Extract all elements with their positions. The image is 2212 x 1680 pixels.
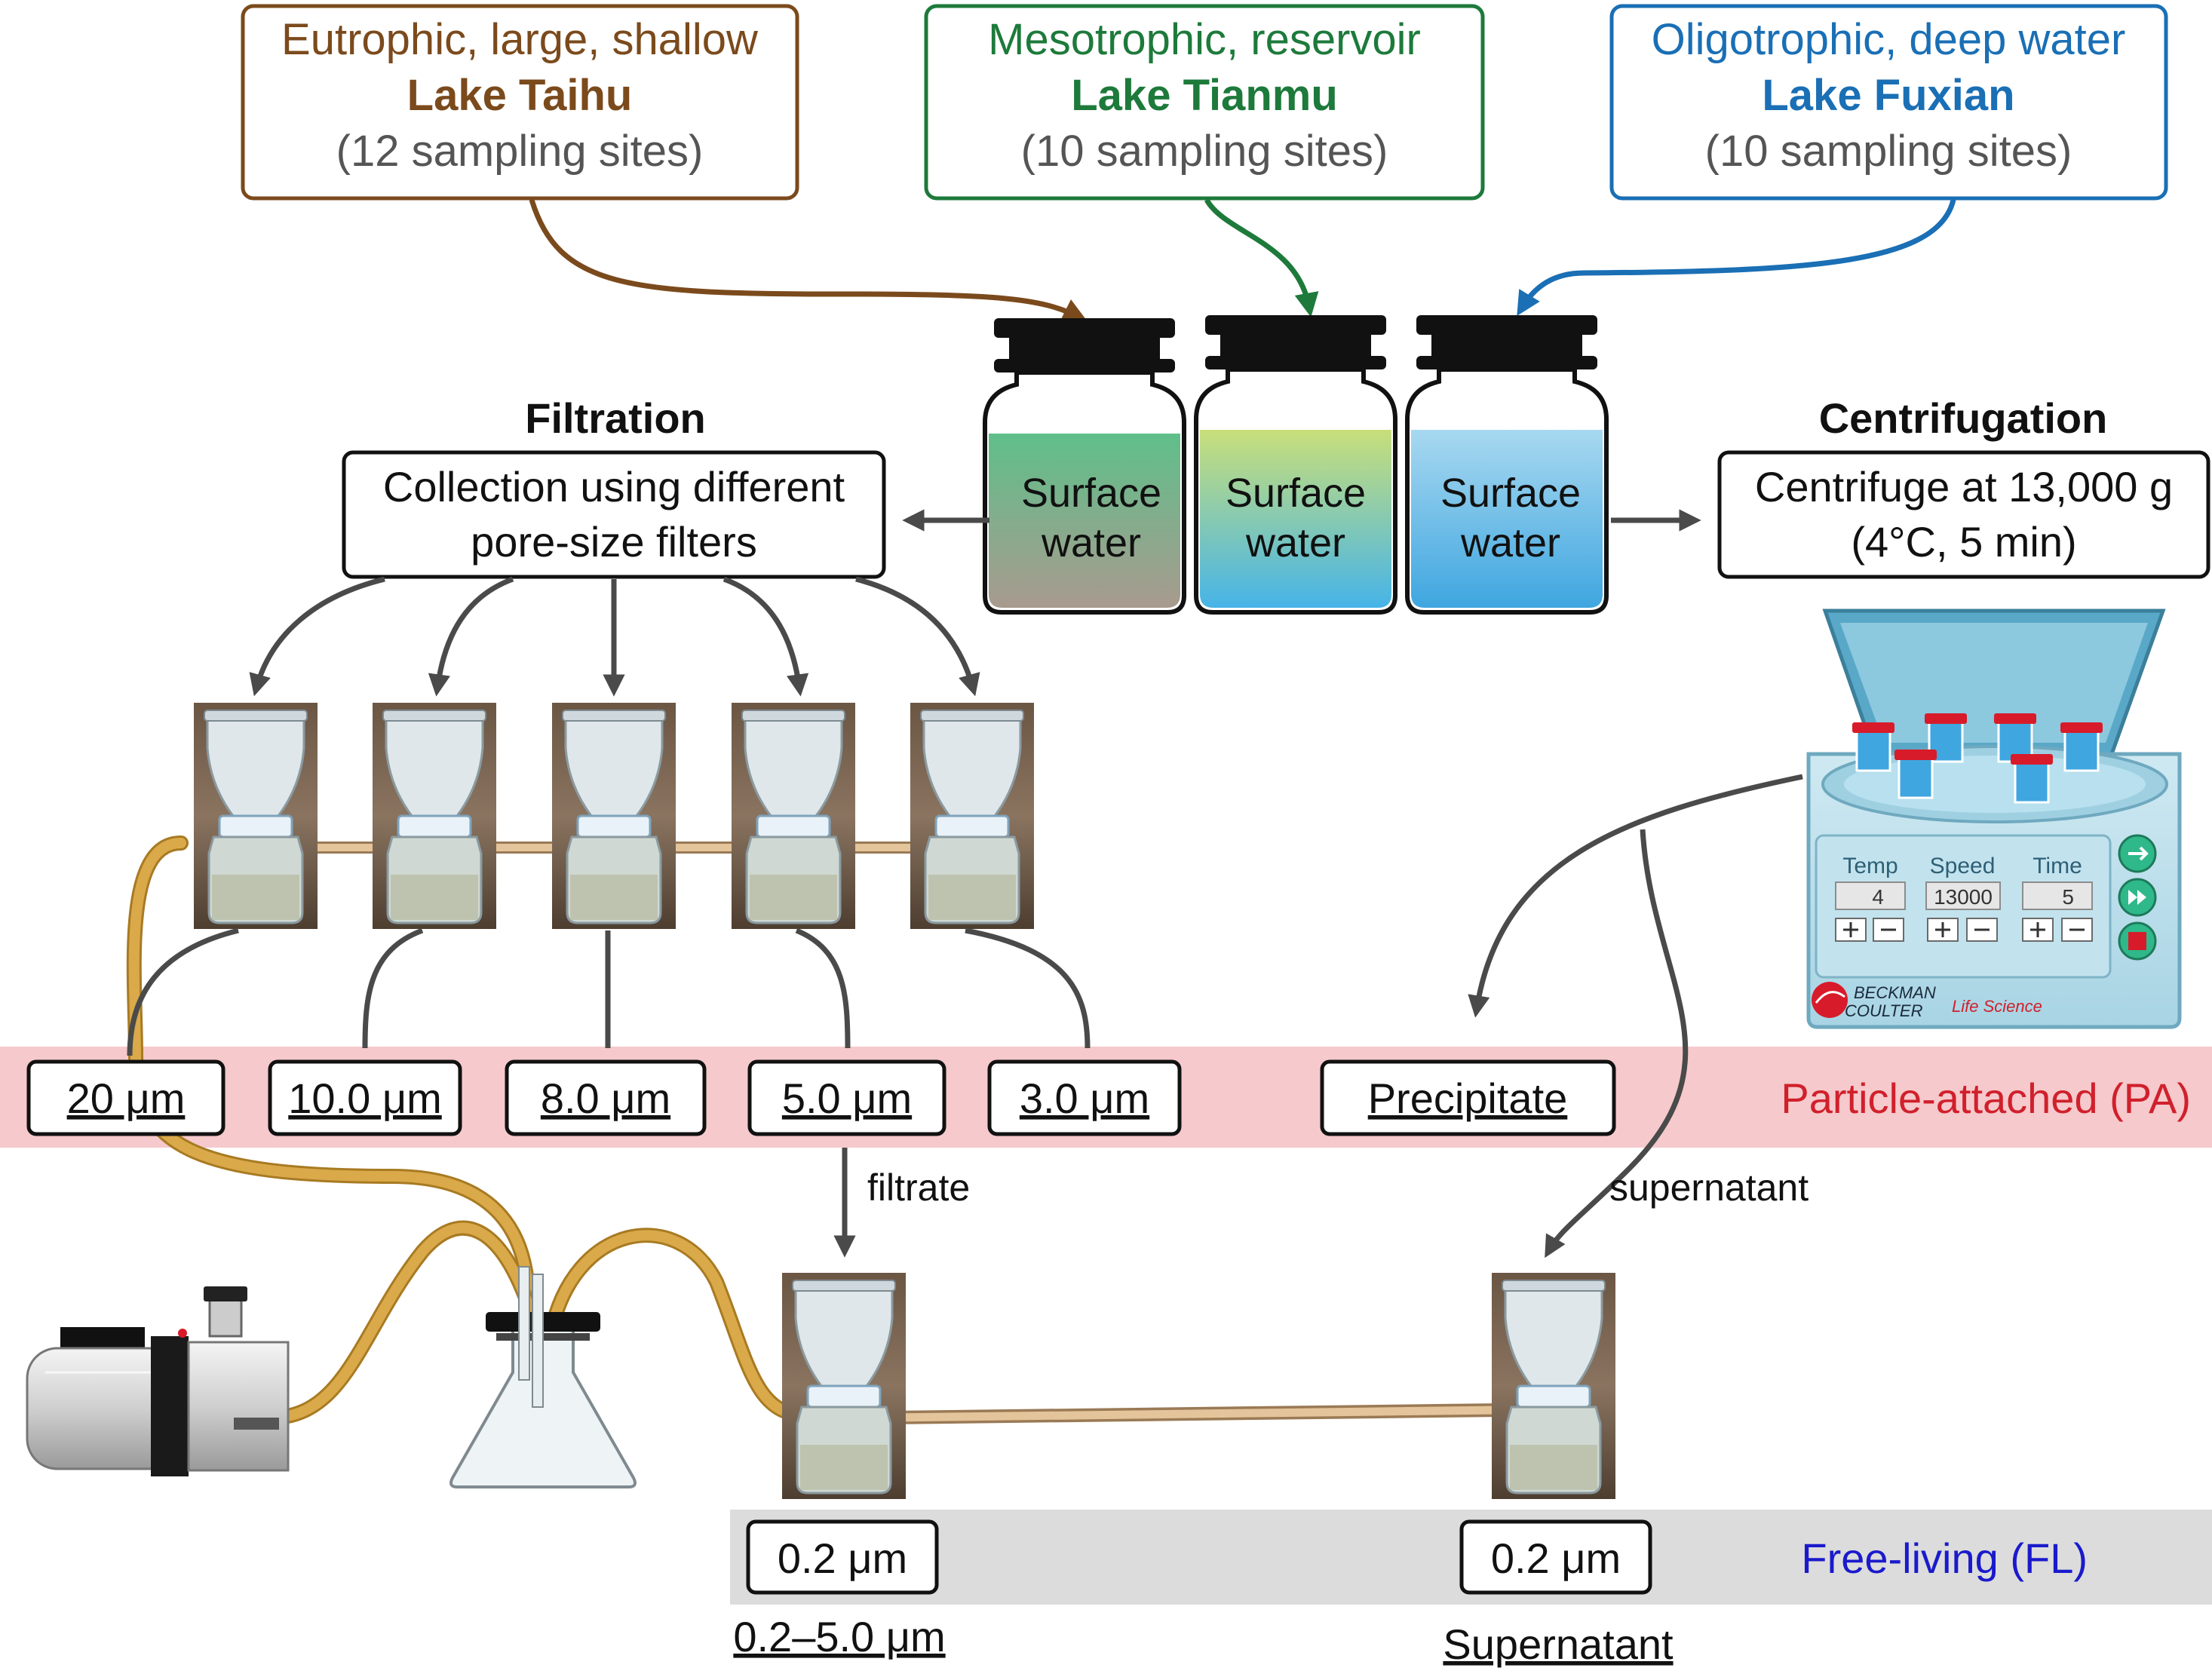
fl-filter-supernatant: 0.2 μm <box>1459 1519 1652 1595</box>
lake-trophic-label: Mesotrophic, reservoir <box>988 15 1421 64</box>
precipitate-box: Precipitate <box>1320 1059 1616 1136</box>
centrifuge-tube <box>2011 754 2053 804</box>
pa-filter-10: 10.0 μm <box>268 1059 462 1136</box>
lake-trophic-label: Eutrophic, large, shallow <box>281 15 759 64</box>
filter-connector <box>362 927 424 1049</box>
jar-label: water <box>1245 520 1345 566</box>
fl-filter-label: 0.2 μm <box>778 1534 907 1582</box>
lake-name: Lake Fuxian <box>1762 71 2014 120</box>
fl-filter-label: 0.2 μm <box>1491 1534 1621 1582</box>
filter-connector <box>795 927 851 1049</box>
filtration-title: Filtration <box>525 394 706 442</box>
lake-sites: (10 sampling sites) <box>1705 127 2072 176</box>
vacuum-flask <box>449 1266 637 1488</box>
filter-unit <box>373 703 496 929</box>
filter-arrow <box>723 576 809 697</box>
jar-label: Surface <box>1226 471 1366 516</box>
centrifugation-line: (4°C, 5 min) <box>1851 518 2076 566</box>
filter-unit <box>194 703 318 929</box>
filter-unit-fl-supernatant <box>1492 1273 1615 1499</box>
filtration-line: pore-size filters <box>471 518 757 566</box>
brand-name: BECKMAN <box>1854 983 1936 1002</box>
filtration-line: Collection using different <box>383 463 845 510</box>
panel-label: Speed <box>1930 854 1996 878</box>
taihu-arrow <box>529 198 1088 321</box>
lake-sites: (12 sampling sites) <box>336 127 704 176</box>
filter-connector <box>965 927 1091 1049</box>
centrifuge-tube <box>1894 750 1937 799</box>
panel-label: Temp <box>1842 854 1898 878</box>
panel-value: 4 <box>1872 885 1884 909</box>
pa-filter-label: 10.0 μm <box>288 1075 441 1122</box>
brand-name: COULTER <box>1845 1001 1923 1020</box>
beckman-logo-icon <box>1812 982 1848 1018</box>
jar-label: water <box>1460 520 1560 566</box>
filtration-box <box>342 450 886 579</box>
sample-jar-taihu: Surface water <box>983 318 1186 615</box>
sample-jar-fuxian: Surface water <box>1405 315 1609 615</box>
filter-connector <box>127 927 239 1056</box>
filter-unit <box>732 703 855 929</box>
panel-label: Time <box>2033 854 2082 878</box>
fl-source-caption: Supernatant <box>1443 1620 1674 1668</box>
centrifugation-line: Centrifuge at 13,000 g <box>1755 463 2173 510</box>
centrifuge-tube <box>2060 722 2103 772</box>
lake-name: Lake Taihu <box>407 71 633 120</box>
centrifuge-machine: Temp Speed Time 4 13000 5 <box>1806 609 2182 1029</box>
jar-label: water <box>1041 520 1141 566</box>
fuxian-arrow <box>1517 199 1956 317</box>
filter-arrow <box>428 576 514 697</box>
lake-box-tianmu: Mesotrophic, reservoir Lake Tianmu (10 s… <box>924 4 1485 201</box>
pa-filter-label: 20 μm <box>67 1075 186 1122</box>
sample-jar-tianmu: Surface water <box>1194 315 1397 615</box>
centrifugation-box <box>1717 450 2210 579</box>
lake-box-taihu: Eutrophic, large, shallow Lake Taihu (12… <box>241 4 799 201</box>
pa-filter-5: 5.0 μm <box>747 1059 946 1136</box>
lake-box-fuxian: Oligotrophic, deep water Lake Fuxian (10… <box>1609 4 2168 201</box>
filter-unit <box>910 703 1034 929</box>
lake-name: Lake Tianmu <box>1071 71 1338 120</box>
filtrate-label: filtrate <box>867 1166 970 1209</box>
pa-filter-label: 8.0 μm <box>541 1075 670 1122</box>
particle-attached-label: Particle-attached (PA) <box>1781 1075 2191 1122</box>
filter-unit <box>552 703 676 929</box>
fl-filter-filtrate: 0.2 μm <box>746 1519 939 1595</box>
lake-trophic-label: Oligotrophic, deep water <box>1652 15 2126 64</box>
lake-sites: (10 sampling sites) <box>1021 127 1388 176</box>
filter-arrow <box>249 576 385 697</box>
centrifuge-tube <box>1852 722 1894 772</box>
free-living-label: Free-living (FL) <box>1801 1534 2088 1582</box>
centrifugation-title: Centrifugation <box>1819 394 2108 442</box>
brand-tagline: Life Science <box>1952 997 2042 1016</box>
panel-value: 5 <box>2062 885 2074 909</box>
pa-filter-3: 3.0 μm <box>987 1059 1182 1136</box>
jar-label: Surface <box>1021 471 1161 516</box>
vacuum-pump <box>26 1286 290 1476</box>
filter-unit-fl-filtrate <box>782 1273 906 1499</box>
tianmu-arrow <box>1204 198 1319 317</box>
filter-units-row <box>194 703 1034 929</box>
supernatant-label: supernatant <box>1609 1166 1809 1209</box>
precipitate-label: Precipitate <box>1368 1075 1568 1122</box>
pa-filter-label: 5.0 μm <box>782 1075 912 1122</box>
pa-filter-label: 3.0 μm <box>1020 1075 1149 1122</box>
pa-filter-20: 20 μm <box>26 1059 225 1136</box>
fl-size-caption: 0.2–5.0 μm <box>733 1613 945 1660</box>
filter-arrow <box>855 576 980 697</box>
precipitate-arrow <box>1468 774 1803 1018</box>
jar-label: Surface <box>1440 471 1581 516</box>
panel-value: 13000 <box>1934 885 1993 909</box>
pa-filter-8: 8.0 μm <box>505 1059 707 1136</box>
supernatant-arrow <box>1545 829 1689 1258</box>
